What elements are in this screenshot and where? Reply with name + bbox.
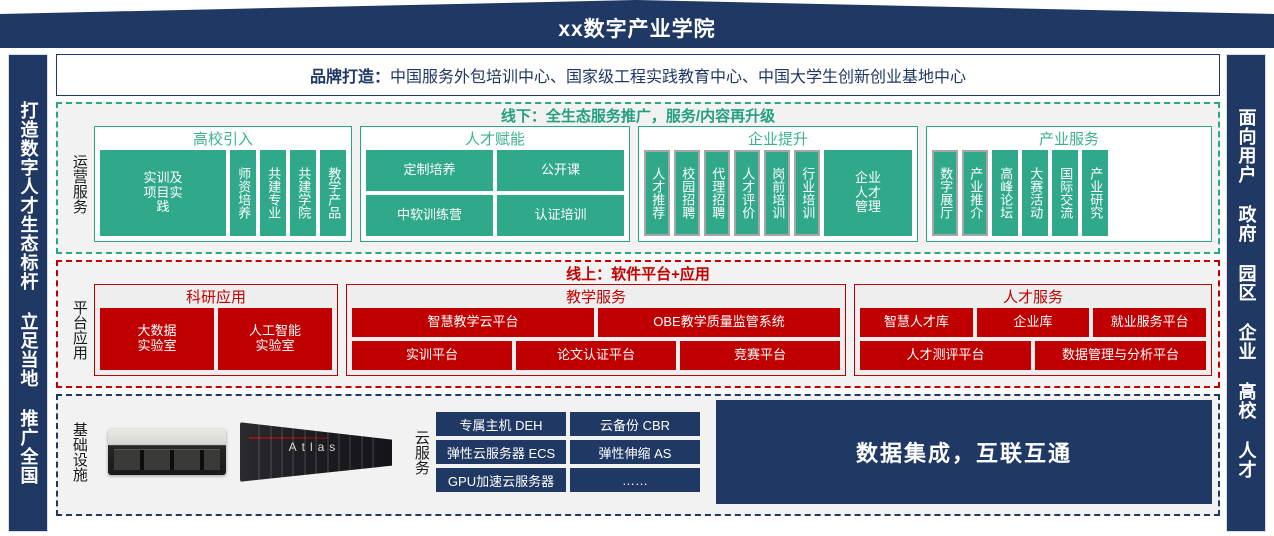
tile[interactable]: 实训平台: [352, 341, 512, 370]
cloud-service-tile[interactable]: 弹性伸缩 AS: [570, 440, 700, 464]
data-integration-banner: 数据集成，互联互通: [716, 400, 1212, 504]
group-title: 科研应用: [185, 289, 246, 306]
sidebar-left: 打造数字人才生态标杆 立足当地 推广全国: [8, 54, 48, 532]
tile[interactable]: 论文认证平台: [516, 341, 676, 370]
cloud-service-tile[interactable]: GPU加速云服务器: [436, 468, 566, 492]
brand-text: 中国服务外包培训中心、国家级工程实践教育中心、中国大学生创新创业基地中心: [390, 69, 967, 86]
operations-band: 线下：全生态服务推广，服务/内容再升级 运营服务 高校引入实训及项目实践师资培养…: [56, 102, 1220, 254]
tile[interactable]: 人工智能实验室: [218, 308, 332, 370]
tile[interactable]: 产业研究: [1082, 150, 1108, 236]
tile[interactable]: 人才测评平台: [860, 341, 1031, 370]
operations-groups: 高校引入实训及项目实践师资培养共建专业共建学院教学产品人才赋能定制培养公开课中软…: [94, 126, 1212, 242]
page-title: xx数字产业学院: [558, 18, 716, 41]
cloud-service-tile[interactable]: ……: [570, 468, 700, 492]
tile[interactable]: 师资培养: [230, 150, 256, 236]
tile[interactable]: 共建专业: [260, 150, 286, 236]
atlas-label: Atlas: [288, 439, 341, 454]
tile[interactable]: 高峰论坛: [992, 150, 1018, 236]
group-产业服务: 产业服务数字展厅产业推介高峰论坛大赛活动国际交流产业研究: [926, 126, 1212, 242]
group-title: 教学服务: [565, 289, 626, 306]
tile[interactable]: OBE教学质量监管系统: [598, 308, 840, 337]
rack-server-icon: [108, 429, 226, 475]
group-人才服务: 人才服务智慧人才库企业库就业服务平台人才测评平台数据管理与分析平台: [854, 284, 1212, 376]
tile[interactable]: 企业库: [976, 308, 1090, 337]
sidebar-right-label: 面向用户 政府 园区 企业 高校 人才: [1236, 107, 1257, 479]
tile[interactable]: 人才推荐: [644, 150, 670, 236]
tile[interactable]: 数据管理与分析平台: [1035, 341, 1206, 370]
tile[interactable]: 数字展厅: [932, 150, 958, 236]
operations-header: 线下：全生态服务推广，服务/内容再升级: [500, 108, 776, 125]
tile[interactable]: 大数据实验室: [100, 308, 214, 370]
tile[interactable]: 就业服务平台: [1093, 308, 1207, 337]
operations-side-label: 运营服务: [70, 154, 88, 214]
tile[interactable]: 人才评价: [734, 150, 760, 236]
cloud-service-tile[interactable]: 专属主机 DEH: [436, 412, 566, 436]
tile[interactable]: 大赛活动: [1022, 150, 1048, 236]
sidebar-right: 面向用户 政府 园区 企业 高校 人才: [1226, 54, 1266, 532]
platform-header: 线上：软件平台+应用: [566, 266, 710, 283]
tile[interactable]: 中软训练营: [366, 195, 493, 236]
cloud-service-tile[interactable]: 云备份 CBR: [570, 412, 700, 436]
tile[interactable]: 行业培训: [794, 150, 820, 236]
header-banner: xx数字产业学院: [0, 0, 1274, 48]
platform-band: 线上：软件平台+应用 平台应用 科研应用大数据实验室人工智能实验室教学服务智慧教…: [56, 260, 1220, 388]
tile[interactable]: 共建学院: [290, 150, 316, 236]
tile[interactable]: 定制培养: [366, 150, 493, 191]
group-title: 人才服务: [1002, 289, 1063, 306]
infrastructure-side-label: 基础设施: [70, 422, 88, 482]
tile[interactable]: 国际交流: [1052, 150, 1078, 236]
brand-label: 品牌打造：: [309, 69, 390, 86]
tile[interactable]: 代理招聘: [704, 150, 730, 236]
server-images: Atlas: [100, 400, 400, 504]
cloud-service-tile[interactable]: 弹性云服务器 ECS: [436, 440, 566, 464]
group-企业提升: 企业提升人才推荐校园招聘代理招聘人才评价岗前培训行业培训企业人才管理: [638, 126, 918, 242]
tile[interactable]: 岗前培训: [764, 150, 790, 236]
group-title: 人才赋能: [464, 131, 525, 148]
brand-building-row: 品牌打造： 中国服务外包培训中心、国家级工程实践教育中心、中国大学生创新创业基地…: [56, 54, 1220, 96]
tile[interactable]: 实训及项目实践: [100, 150, 226, 236]
group-科研应用: 科研应用大数据实验室人工智能实验室: [94, 284, 338, 376]
platform-side-label: 平台应用: [70, 300, 88, 360]
tile[interactable]: 智慧教学云平台: [352, 308, 594, 337]
cloud-services-label: 云服务: [412, 429, 430, 475]
tile[interactable]: 产业推介: [962, 150, 988, 236]
tile[interactable]: 竞赛平台: [680, 341, 840, 370]
main-column: 品牌打造： 中国服务外包培训中心、国家级工程实践教育中心、中国大学生创新创业基地…: [56, 54, 1220, 532]
group-title: 高校引入: [192, 131, 253, 148]
group-title: 企业提升: [747, 131, 808, 148]
tile[interactable]: 智慧人才库: [860, 308, 973, 337]
tile[interactable]: 认证培训: [497, 195, 624, 236]
tile[interactable]: 公开课: [497, 150, 624, 191]
group-高校引入: 高校引入实训及项目实践师资培养共建专业共建学院教学产品: [94, 126, 352, 242]
sidebar-left-label: 打造数字人才生态标杆 立足当地 推广全国: [18, 101, 39, 485]
atlas-cluster-icon: Atlas: [240, 421, 392, 483]
group-title: 产业服务: [1038, 131, 1099, 148]
tile[interactable]: 校园招聘: [674, 150, 700, 236]
tile[interactable]: 企业人才管理: [824, 150, 912, 236]
tile[interactable]: 教学产品: [320, 150, 346, 236]
group-人才赋能: 人才赋能定制培养公开课中软训练营认证培训: [360, 126, 630, 242]
